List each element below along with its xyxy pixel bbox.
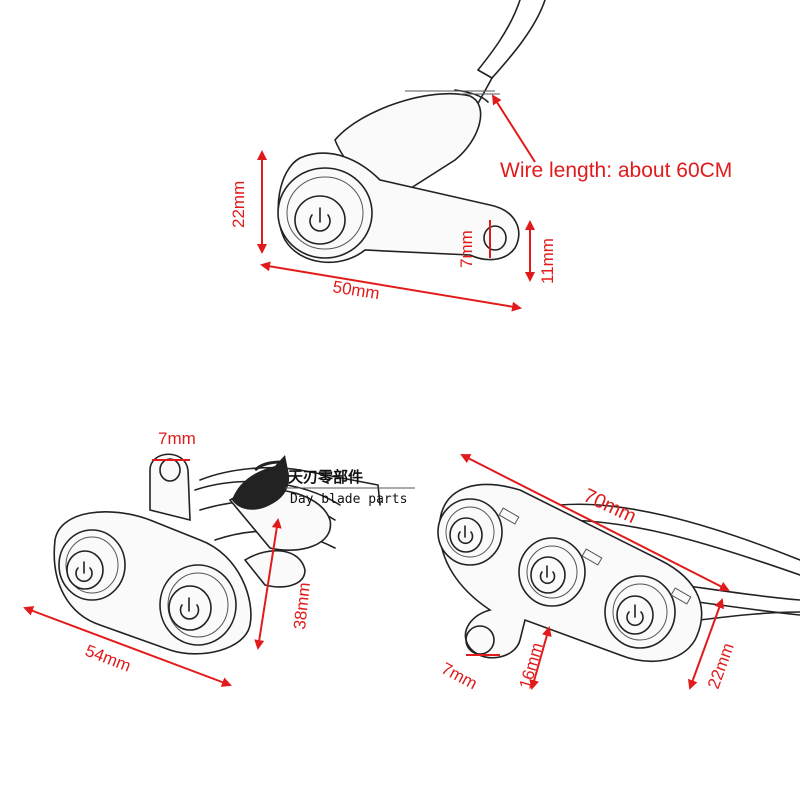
watermark-english: Day blade parts — [290, 492, 407, 507]
power-icon — [626, 604, 644, 627]
watermark-chinese: 天刃零部件 — [288, 468, 363, 486]
single-width-label: 50mm — [331, 277, 381, 303]
bull-logo-icon — [232, 455, 290, 510]
watermark: 天刃零部件 Day blade parts — [232, 455, 415, 510]
double-height-label: 38mm — [290, 581, 314, 630]
double-tab-label: 7mm — [158, 429, 196, 448]
wire-length-label: Wire length: about 60CM — [500, 159, 732, 182]
triple-hole-label: 7mm — [438, 659, 480, 694]
triple-switch: 70mm 7mm 16mm 22mm — [437, 454, 800, 694]
single-height-label: 22mm — [229, 181, 248, 228]
single-hole-label: 7mm — [457, 230, 476, 268]
triple-height-label: 22mm — [704, 640, 738, 691]
power-icon — [309, 207, 331, 232]
single-switch: 22mm 50mm 7mm 11mm Wire length: about 60… — [229, 0, 732, 312]
triple-tab-label: 16mm — [516, 640, 547, 691]
single-tab-label: 11mm — [538, 238, 557, 284]
power-icon — [75, 561, 93, 583]
